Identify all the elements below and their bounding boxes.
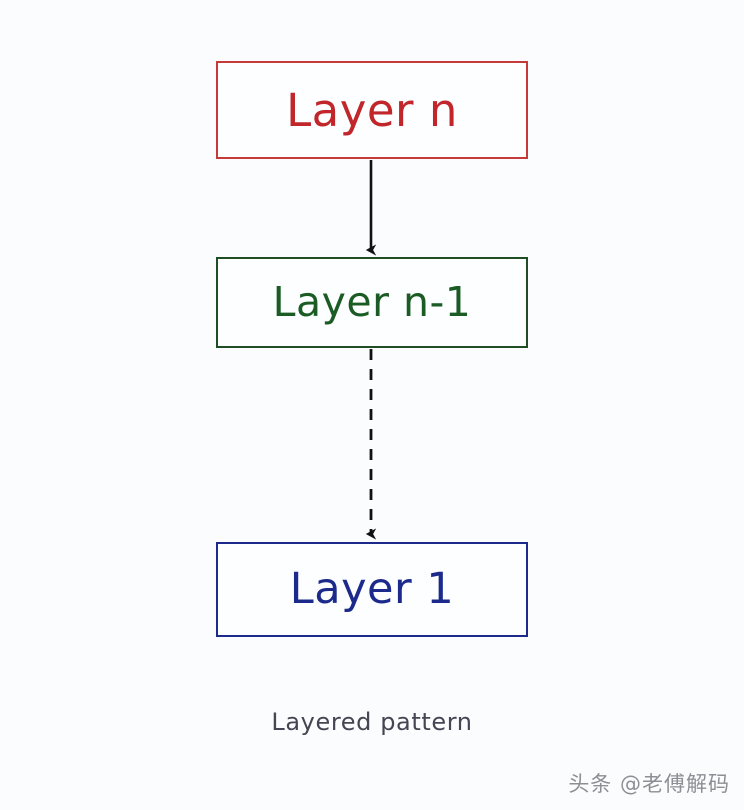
watermark-text: 头条 @老傅解码 [568, 772, 730, 796]
node-layer-n-1-label: Layer n-1 [272, 278, 472, 326]
node-layer-1-label: Layer 1 [289, 564, 455, 614]
diagram-caption: Layered pattern [271, 708, 473, 736]
node-layer-n-label: Layer n [286, 83, 458, 137]
node-layer-n-1[interactable]: Layer n-1 [216, 257, 528, 348]
node-layer-1[interactable]: Layer 1 [216, 542, 528, 637]
node-layer-n[interactable]: Layer n [216, 61, 528, 159]
